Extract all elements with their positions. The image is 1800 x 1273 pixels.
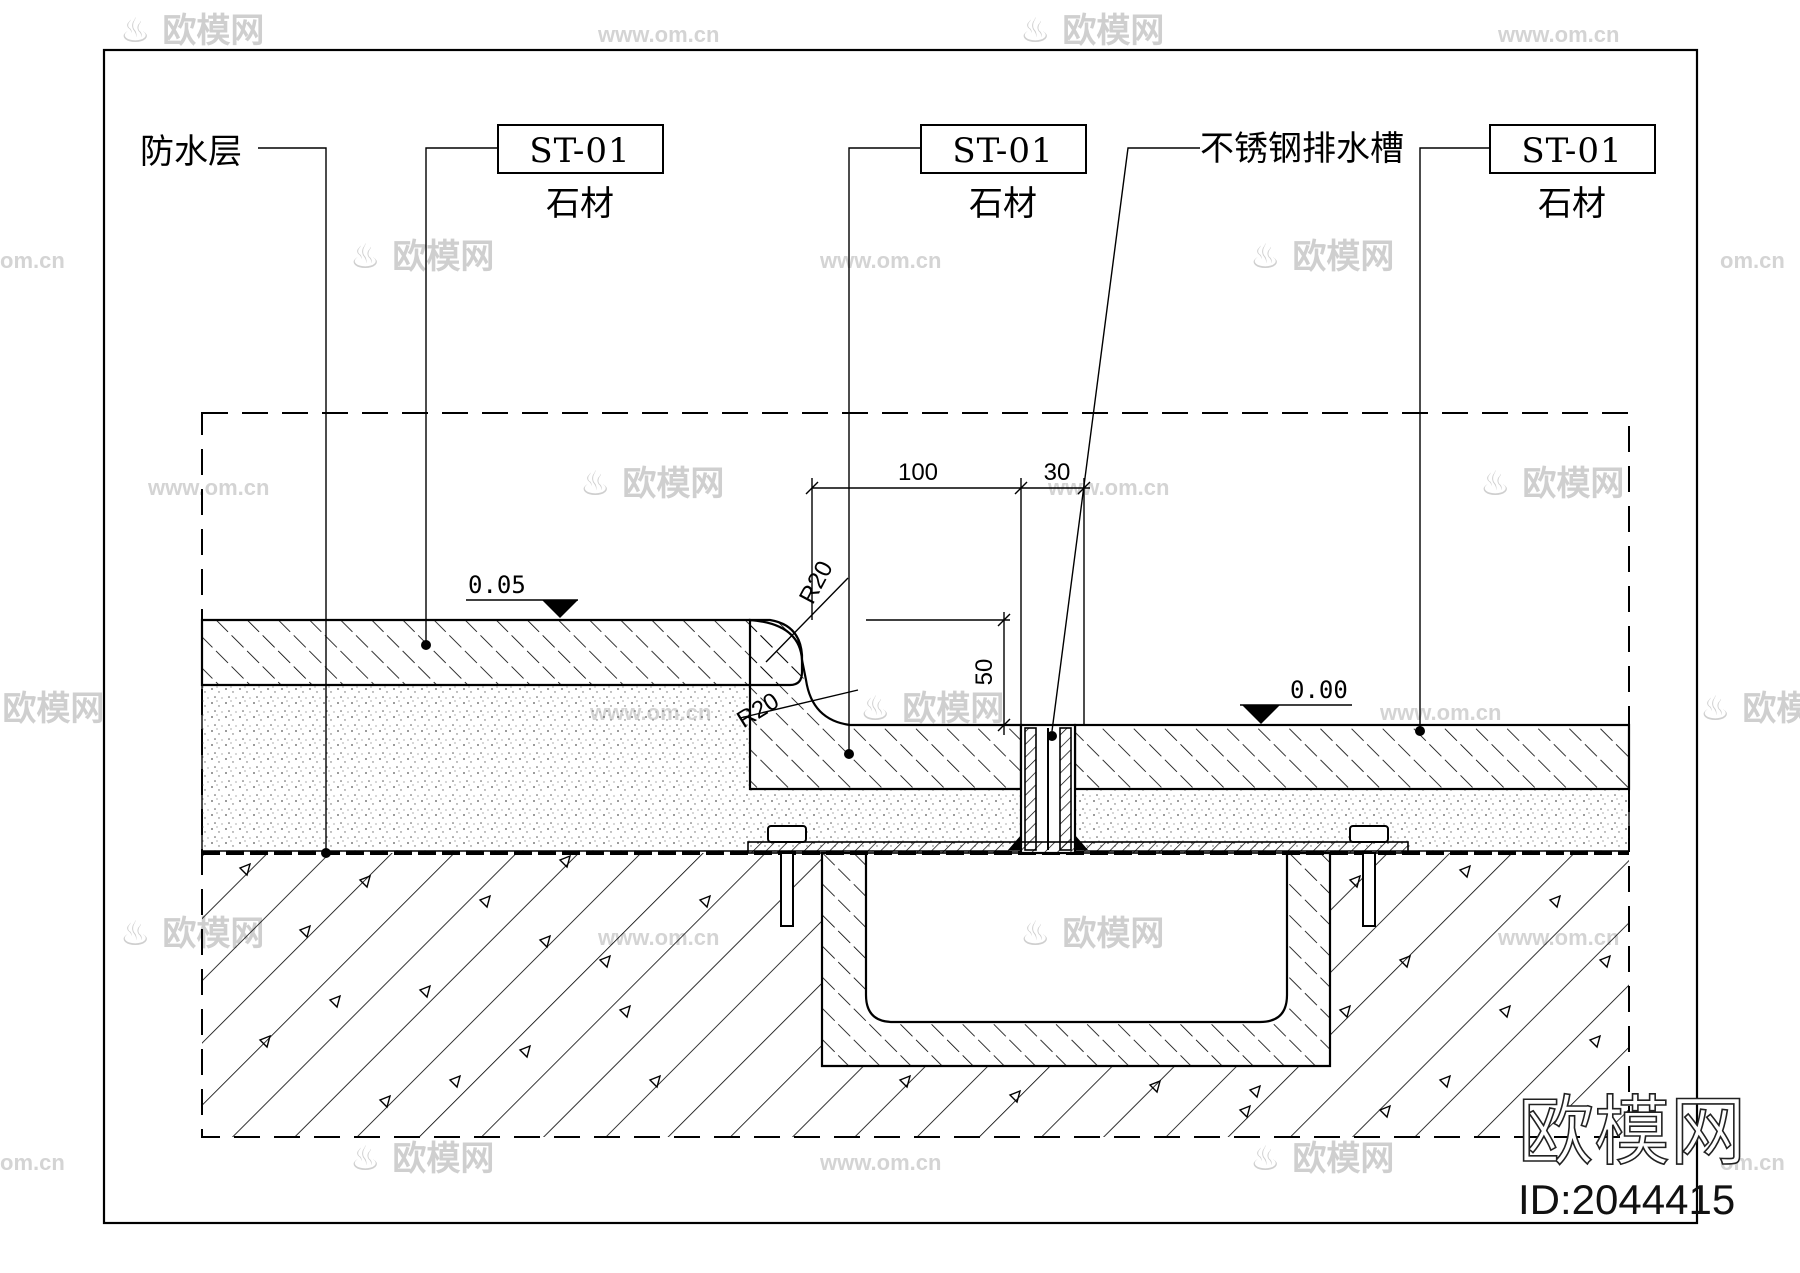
aggregate-mark [1238, 1104, 1252, 1119]
aggregate-mark [358, 874, 372, 889]
watermark-logo: ♨ 欧模网 [860, 689, 1004, 729]
aggregate-mark [1548, 894, 1562, 909]
watermark-url: om.cn [0, 248, 65, 273]
watermark-logo: ♨ 欧模网 [350, 1139, 494, 1179]
drain-slot [1008, 723, 1088, 855]
aggregate-mark [418, 984, 432, 999]
aggregate-mark [518, 1044, 532, 1059]
level-marker-left [466, 599, 578, 618]
watermark-logo: ♨ 欧模网 [1480, 464, 1624, 504]
stone-slab-right [1073, 723, 1631, 791]
dimension-100: 100 [898, 459, 938, 486]
watermark-logo: ♨ 欧模网 [0, 689, 104, 729]
aggregate-mark [1438, 1074, 1452, 1089]
watermark-logo: ♨ 欧模网 [1700, 689, 1800, 729]
watermark-url: www.om.cn [597, 22, 719, 47]
stone-slab-raised [200, 618, 804, 687]
aggregate-mark [478, 894, 492, 909]
aggregate-mark [298, 924, 312, 939]
aggregate-mark [618, 1004, 632, 1019]
watermark-big: 欧模网 [1518, 1087, 1746, 1176]
aggregate-mark [1498, 1004, 1512, 1019]
callout-code-3: ST-01 [1521, 131, 1622, 171]
watermark-url: www.om.cn [819, 1150, 941, 1175]
aggregate-mark [238, 862, 252, 877]
watermark-logo: ♨ 欧模网 [120, 11, 264, 51]
aggregate-mark [378, 1094, 392, 1109]
aggregate-mark [1458, 864, 1472, 879]
callout-box-2 [920, 124, 1087, 174]
watermark-logo: ♨ 欧模网 [1020, 914, 1164, 954]
watermark-logo: ♨ 欧模网 [580, 464, 724, 504]
aggregate-mark [1338, 1004, 1352, 1019]
callout-material-2: 石材 [969, 184, 1037, 224]
watermark-logo: ♨ 欧模网 [1250, 237, 1394, 277]
watermark-url: www.om.cn [819, 248, 941, 273]
leader-dots [321, 640, 1425, 858]
dimension-50: 50 [971, 659, 998, 686]
watermark-url: om.cn [1720, 1150, 1785, 1175]
callout-material-1: 石材 [546, 184, 614, 224]
aggregate-mark [448, 1074, 462, 1089]
stainless-drain-channel [820, 851, 1332, 1068]
waterproof-layer-label: 防水层 [140, 132, 242, 172]
aggregate-mark [1248, 1084, 1262, 1099]
aggregate-mark [258, 1034, 272, 1049]
aggregate-mark [898, 1074, 912, 1089]
aggregate-mark [598, 954, 612, 969]
aggregate-mark [538, 934, 552, 949]
drawing-frame [102, 48, 1699, 1225]
dimension-30: 30 [1044, 459, 1071, 486]
aggregate-mark [1588, 1034, 1602, 1049]
stone-slab-step [748, 618, 1023, 791]
aggregate-mark [1598, 954, 1612, 969]
aggregate-mark [648, 1074, 662, 1089]
leader-lines [258, 147, 1490, 853]
watermark-url: www.om.cn [1497, 22, 1619, 47]
aggregate-mark [1348, 874, 1362, 889]
callout-box-1 [497, 124, 664, 174]
level-left-value: 0.05 [468, 571, 526, 599]
watermark-logo: ♨ 欧模网 [350, 237, 494, 277]
drain-label: 不锈钢排水槽 [1200, 129, 1404, 169]
watermark-url: www.om.cn [1379, 700, 1501, 725]
callout-code-2: ST-01 [952, 131, 1053, 171]
aggregate-mark [558, 854, 572, 869]
watermark-logo: ♨ 欧模网 [1250, 1139, 1394, 1179]
radius-top: R20 [794, 557, 839, 609]
level-right-value: 0.00 [1290, 676, 1348, 704]
concrete-slab [202, 853, 1629, 1137]
level-marker-right [1240, 704, 1352, 724]
dimension-lines [739, 478, 1091, 735]
watermark-id: ID:2044415 [1518, 1176, 1735, 1223]
aggregate-mark [1148, 1079, 1162, 1094]
watermark-url: www.om.cn [147, 475, 269, 500]
aggregate-mark [328, 994, 342, 1009]
callout-code-1: ST-01 [529, 131, 630, 171]
aggregate-mark [1398, 954, 1412, 969]
watermark-logo: ♨ 欧模网 [1020, 11, 1164, 51]
callout-material-3: 石材 [1538, 184, 1606, 224]
aggregate-mark [1008, 1089, 1022, 1104]
callout-box-3 [1489, 124, 1656, 174]
aggregate-mark [698, 894, 712, 909]
watermark-url: om.cn [1720, 248, 1785, 273]
drain-mounting-plate [747, 825, 1409, 927]
watermark-url: om.cn [0, 1150, 65, 1175]
aggregate-mark [1378, 1104, 1392, 1119]
